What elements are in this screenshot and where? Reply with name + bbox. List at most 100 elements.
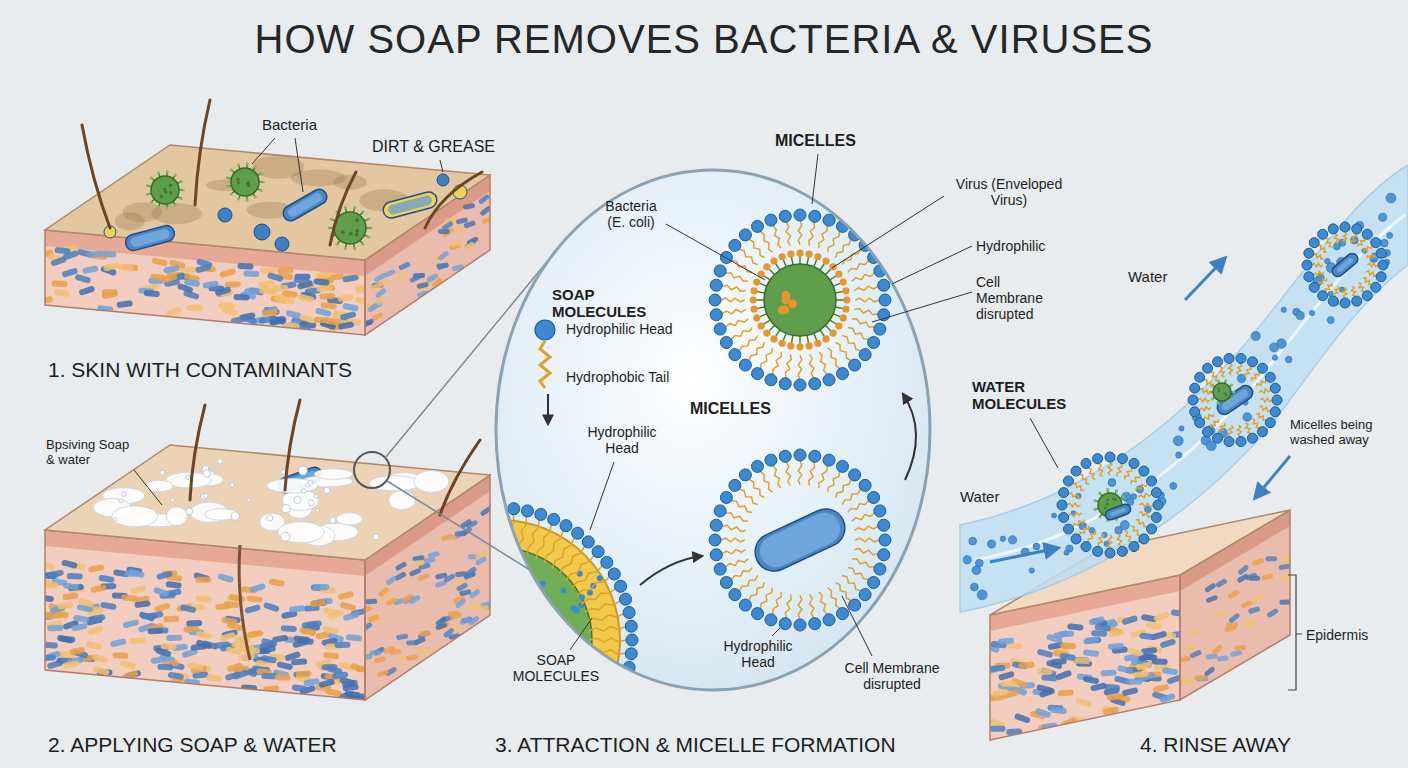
skin-layers: [360, 320, 373, 327]
micelle: [380, 668, 415, 679]
bacterium: [124, 224, 176, 252]
micelle: [387, 556, 399, 568]
micelle: [739, 359, 751, 371]
micelle: [726, 559, 748, 567]
skin-layers: [244, 604, 261, 614]
water-stream: [977, 590, 987, 600]
micelle: [365, 607, 377, 619]
part-label: SOAP MOLECULES: [506, 652, 606, 684]
micelle: [848, 501, 869, 513]
skin-layers: [1240, 600, 1253, 609]
micelle: [1059, 488, 1069, 498]
micelle: [809, 222, 815, 245]
virus: [806, 342, 813, 349]
micelle: [1151, 512, 1161, 522]
micelle: [729, 589, 741, 601]
micelle: [819, 466, 827, 488]
micelle: [368, 675, 380, 687]
magnified-content: [597, 575, 603, 581]
micelle: [1362, 291, 1372, 301]
virus: [328, 226, 331, 229]
micelle: [380, 601, 415, 612]
water-stream: [1176, 452, 1182, 458]
skin-layers: [1266, 608, 1279, 619]
skin-layers: [1170, 609, 1187, 617]
skin-layers: [360, 622, 373, 633]
virus: [782, 291, 791, 300]
skin-layers: [1153, 611, 1170, 622]
micelle: [1211, 419, 1219, 428]
skin-layers: [1000, 681, 1016, 687]
micelle: [1202, 363, 1212, 373]
skin-layers: [346, 634, 363, 642]
leader-line: [772, 628, 780, 636]
micelle: [1190, 383, 1200, 393]
skin-layers: [441, 534, 454, 542]
skin-layers: [100, 602, 117, 611]
skin-layers: [261, 638, 278, 648]
micelle: [1260, 398, 1272, 402]
micelle: [1326, 238, 1332, 247]
micelle: [785, 594, 791, 617]
micelle: [406, 536, 418, 548]
soap-foam: [186, 508, 193, 515]
micelle: [720, 492, 732, 504]
skin-layers: [1133, 670, 1150, 678]
soap-foam: [122, 492, 126, 496]
micelle: [732, 501, 753, 513]
soap-foam: [389, 490, 416, 509]
skin-layers: [260, 267, 276, 273]
micelle: [608, 700, 620, 712]
water-stream: [1333, 243, 1340, 250]
part-label: Water: [1128, 268, 1188, 285]
bacterium: [1330, 251, 1360, 279]
micelle: [1199, 407, 1210, 411]
micelle: [1343, 287, 1347, 298]
micelle: [868, 492, 880, 504]
soap-foam: [282, 505, 290, 513]
soap-foam: [314, 469, 353, 480]
micelle: [726, 319, 748, 327]
part-label: Bacteria: [262, 116, 342, 133]
water-stream: [1325, 258, 1331, 264]
skin-layers: [1117, 665, 1134, 675]
virus: [247, 181, 250, 184]
part-label: Cell Membrane disrupted: [976, 274, 1056, 322]
micelle: [416, 741, 428, 753]
micelle: [1256, 413, 1266, 420]
virus: [763, 329, 770, 336]
skin-layers: [1252, 558, 1265, 566]
water-stream: [1270, 343, 1279, 352]
soap-foam: [301, 489, 306, 494]
micelle: [794, 209, 806, 221]
skin-layers: [86, 251, 102, 258]
micelle: [1363, 278, 1372, 285]
micelle: [453, 760, 465, 768]
virus: [822, 335, 829, 342]
micelle: [1080, 526, 1090, 536]
micelle: [1108, 462, 1112, 475]
micelle: [406, 700, 433, 725]
micelle: [1236, 353, 1246, 363]
skin-layers: [141, 613, 157, 620]
skin-layers: [1223, 664, 1236, 674]
micelle: [396, 546, 408, 558]
skin-layers: [63, 660, 80, 668]
micelle: [601, 712, 613, 724]
flow-arrow: [903, 394, 916, 480]
micelle: [1237, 363, 1242, 375]
skin-layers: [367, 302, 380, 313]
virus: [237, 197, 240, 200]
skin-layers: [291, 684, 308, 692]
skin-layers: [1018, 661, 1034, 668]
micelle: [854, 286, 877, 290]
skin-layers: [343, 611, 360, 621]
micelle: [535, 760, 547, 768]
virus: [1225, 392, 1227, 394]
micelle: [854, 309, 877, 315]
part-label: DIRT & GREASE: [372, 138, 502, 156]
micelle: [732, 568, 753, 580]
leader-line: [134, 470, 162, 505]
water-stream: [1179, 426, 1184, 431]
micelle: [1258, 363, 1268, 373]
